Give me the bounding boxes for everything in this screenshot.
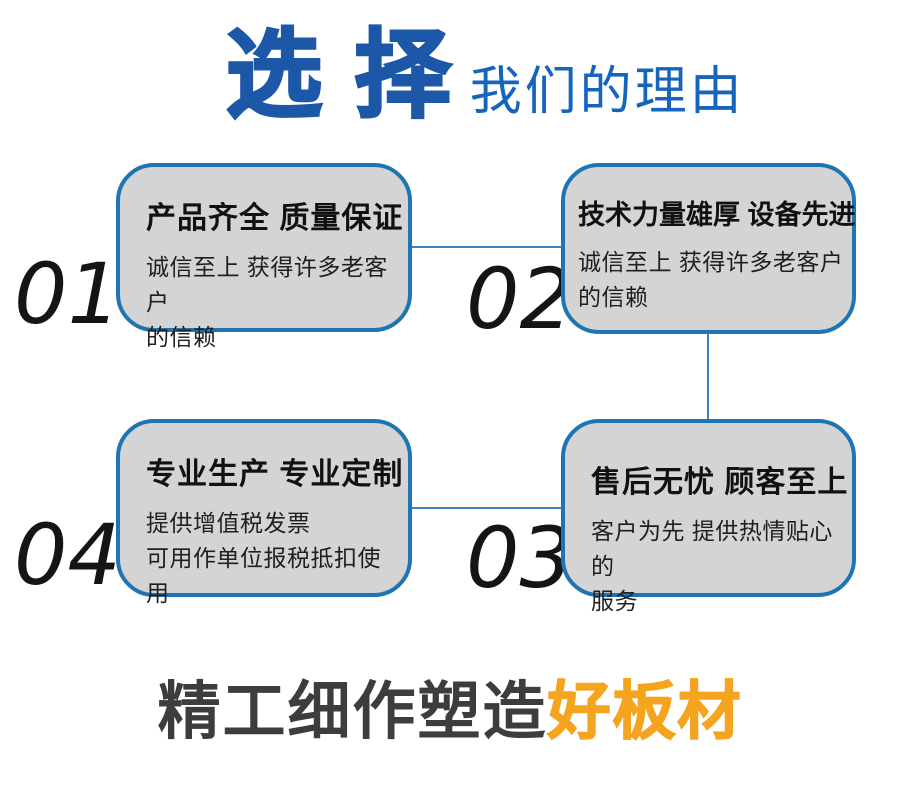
reason-title: 技术力量雄厚 设备先进 [578, 200, 856, 230]
reason-number-04: 04 [14, 506, 121, 604]
reason-card-03: 售后无忧 顾客至上 客户为先 提供热情贴心的 服务 [561, 419, 856, 614]
reason-number-02: 02 [466, 250, 573, 348]
reason-card-04: 专业生产 专业定制 提供增值税发票 可用作单位报税抵扣使用 [116, 419, 412, 606]
reason-title: 产品齐全 质量保证 [146, 202, 404, 235]
connector-line-04-03 [412, 507, 562, 509]
reason-description: 提供增值税发票 可用作单位报税抵扣使用 [146, 510, 381, 606]
reason-title: 售后无忧 顾客至上 [591, 466, 849, 499]
reason-card-02: 技术力量雄厚 设备先进 诚信至上 获得许多老客户 的信赖 [561, 163, 856, 334]
reason-title: 专业生产 专业定制 [146, 458, 404, 491]
reason-description: 客户为先 提供热情贴心的 服务 [591, 518, 833, 614]
tagline-prefix: 精工细作塑造 [157, 677, 548, 747]
reason-description: 诚信至上 获得许多老客户 的信赖 [146, 254, 388, 350]
tagline-highlight: 好板材 [547, 677, 743, 748]
reason-number-03: 03 [466, 509, 573, 607]
page-title-rest: 我们的理由 [469, 63, 745, 121]
reason-description: 诚信至上 获得许多老客户 的信赖 [578, 249, 844, 310]
reason-number-01: 01 [14, 245, 121, 343]
page-title-emphasis: 选 择 [225, 22, 454, 129]
page-title: 选 择 我们的理由 [225, 22, 745, 129]
reason-card-01: 产品齐全 质量保证 诚信至上 获得许多老客户 的信赖 [116, 163, 412, 350]
connector-line-02-03 [707, 333, 709, 420]
tagline: 精工细作塑造好板材 [0, 677, 900, 748]
connector-line-01-02 [412, 246, 562, 248]
